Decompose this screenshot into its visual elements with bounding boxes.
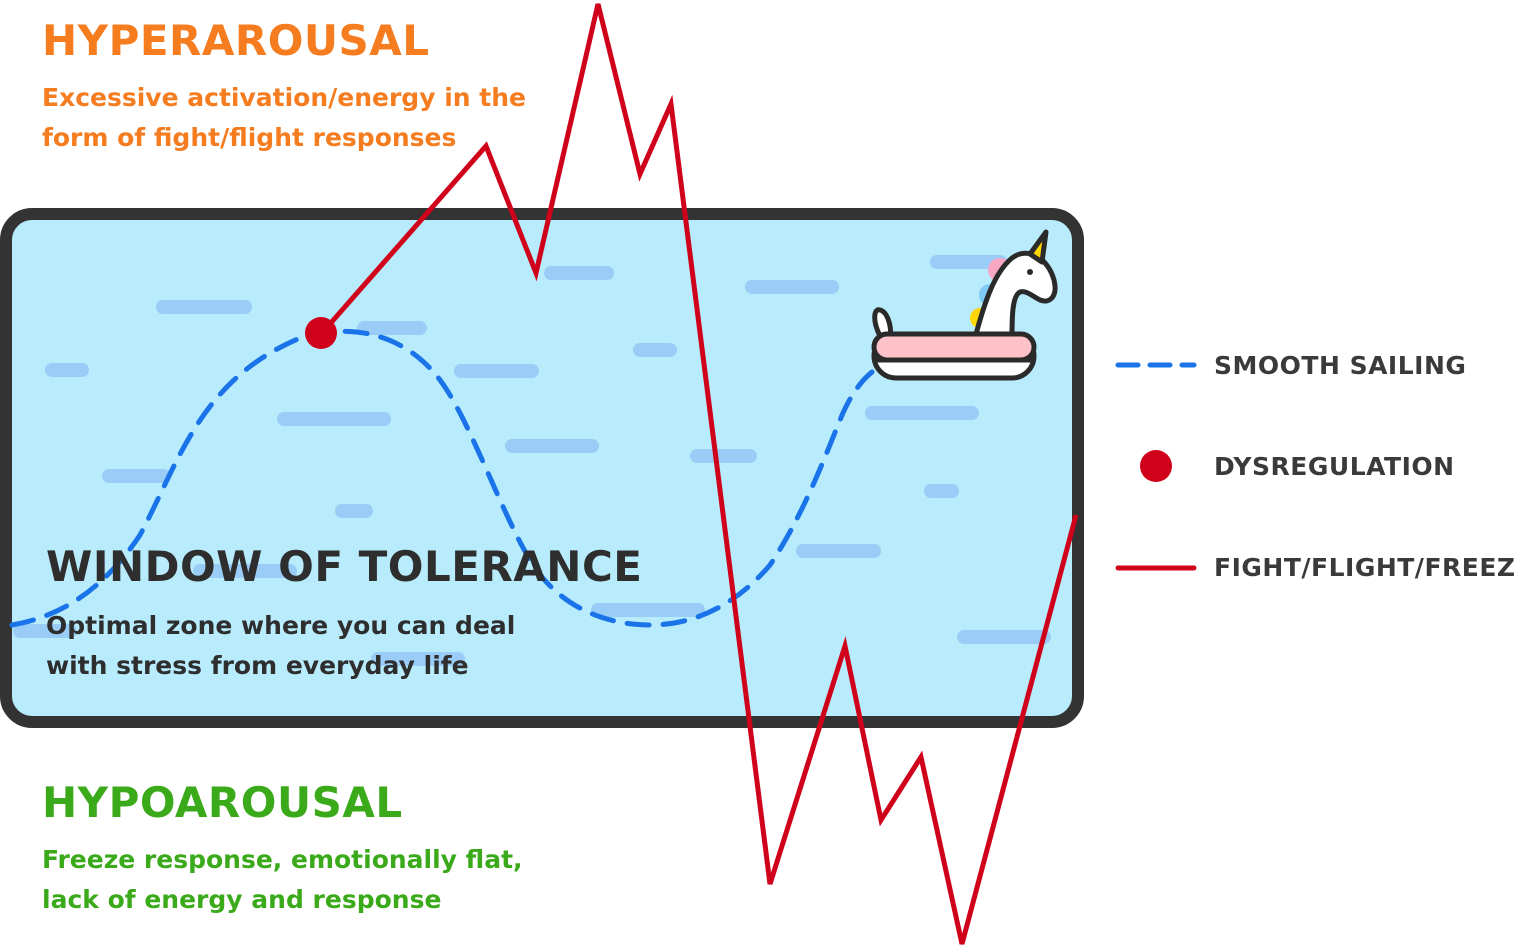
fight-flight-freeze-line xyxy=(320,3,1079,945)
hyperarousal-desc-line1: Excessive activation/energy in the xyxy=(42,83,526,112)
hyperarousal-desc-line2: form of fight/flight responses xyxy=(42,123,457,152)
window-desc-line2: with stress from everyday life xyxy=(46,651,469,680)
legend-label-dysregulation: DYSREGULATION xyxy=(1214,452,1455,481)
water-ripples xyxy=(13,255,1051,666)
window-box xyxy=(0,208,1084,728)
legend-dot-icon xyxy=(1140,450,1172,482)
legend-label-fight-flight-freeze: FIGHT/FLIGHT/FREEZE xyxy=(1214,553,1516,582)
hyperarousal-title: HYPERAROUSAL xyxy=(42,16,430,65)
hypoarousal-desc-line2: lack of energy and response xyxy=(42,885,442,914)
unicorn-float-icon xyxy=(871,229,1058,381)
window-desc-line1: Optimal zone where you can deal xyxy=(46,611,516,640)
hypoarousal-desc-line1: Freeze response, emotionally flat, xyxy=(42,845,523,874)
smooth-sailing-wave xyxy=(9,328,875,628)
legend-label-smooth-sailing: SMOOTH SAILING xyxy=(1214,351,1467,380)
dysregulation-dot xyxy=(305,317,337,349)
hypoarousal-title: HYPOAROUSAL xyxy=(42,778,403,827)
window-title: WINDOW OF TOLERANCE xyxy=(46,542,643,591)
